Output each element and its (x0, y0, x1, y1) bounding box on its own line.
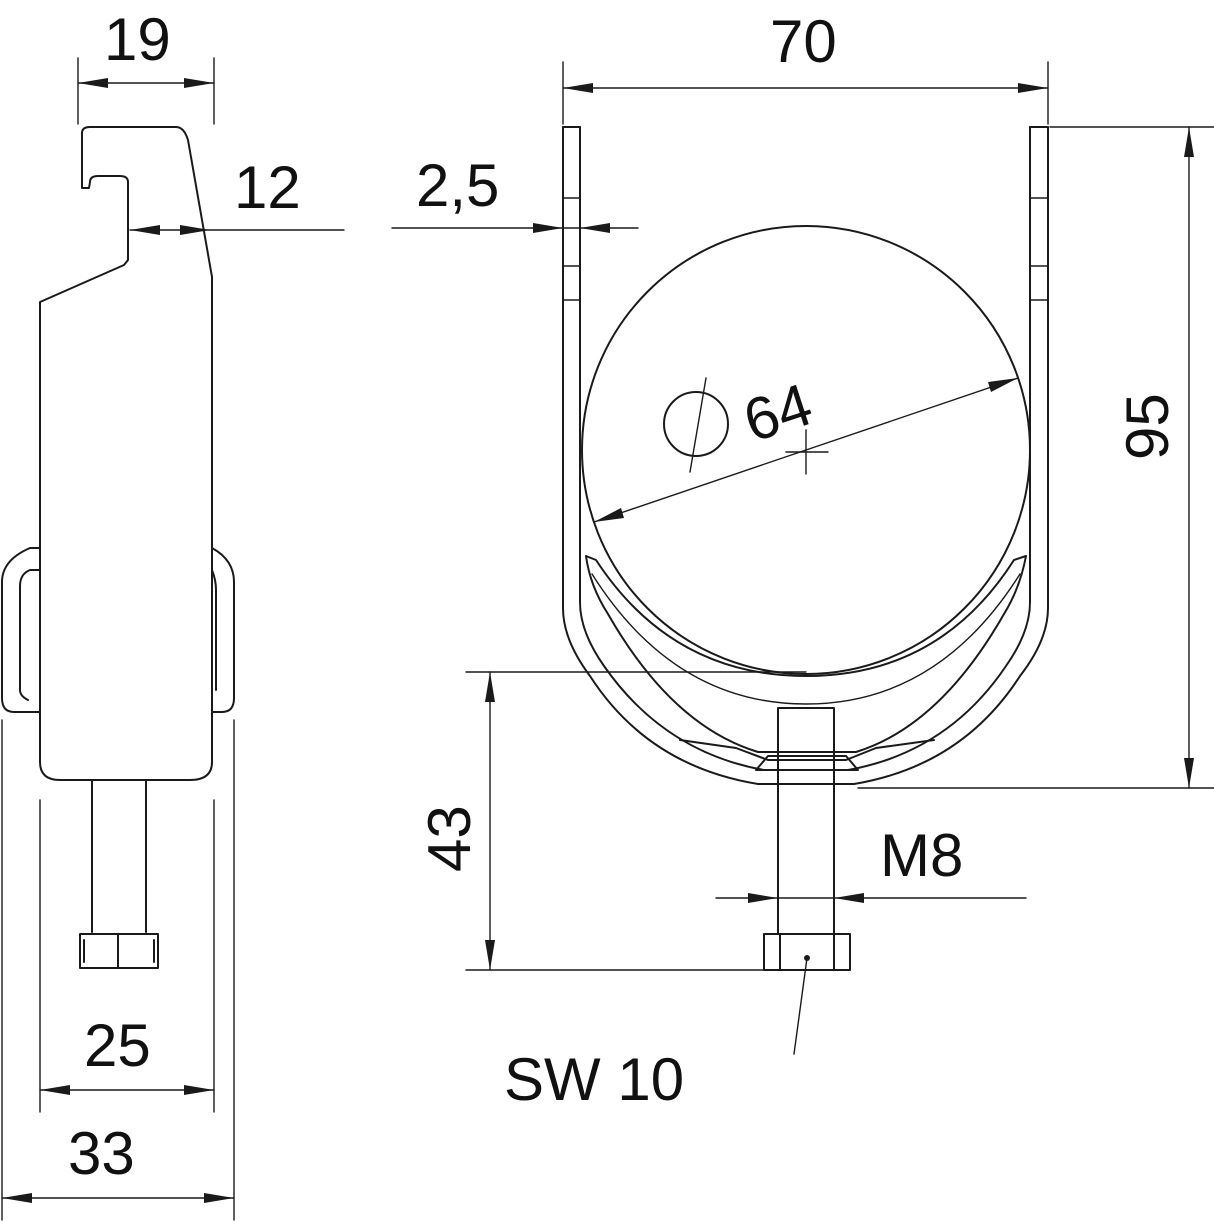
dim-25-group: 25 (39, 799, 215, 1113)
front-view-saddle-inner (591, 573, 1021, 705)
front-view-base-plate (755, 755, 859, 771)
front-view-strap-ticks (562, 197, 1049, 301)
dim-m8-label: M8 (880, 822, 963, 889)
side-view-strap-right-inner (211, 569, 217, 691)
dim-95-group: 95 (857, 126, 1214, 789)
front-view-strap-outer (562, 126, 1049, 785)
dim-sw10-group: SW 10 (504, 957, 808, 1113)
side-view-strap-left (1, 547, 41, 713)
front-view-saddle (585, 555, 1027, 753)
dim-12-label: 12 (234, 154, 301, 221)
dim-33-group: 33 (1, 719, 235, 1221)
dim-2-5-label: 2,5 (416, 152, 499, 219)
side-view: 19 12 25 33 (1, 6, 345, 1221)
dim-43-label: 43 (416, 805, 483, 872)
side-view-strap-left-inner (19, 569, 41, 701)
dim-95-label: 95 (1114, 393, 1181, 460)
dim-70-group: 70 (562, 8, 1049, 125)
dim-25-label: 25 (84, 1012, 151, 1079)
dim-19-label: 19 (104, 6, 171, 73)
front-view-pipe-circle (581, 225, 1031, 675)
dim-33-label: 33 (68, 1120, 135, 1187)
side-view-body-outline (39, 126, 213, 781)
side-view-strap-right (211, 547, 235, 713)
dim-2-5-group: 2,5 (391, 152, 639, 233)
dim-19-group: 19 (77, 6, 215, 125)
front-view-hole (663, 391, 729, 457)
dim-sw10-label: SW 10 (504, 1046, 684, 1113)
front-view-saddle-foot (679, 739, 935, 761)
front-view-bolt (777, 707, 835, 935)
dim-64-label: 64 (736, 370, 820, 454)
front-view-nut (763, 933, 851, 971)
side-view-bolt (91, 779, 147, 933)
side-view-nut (79, 933, 159, 969)
dim-m8-group: M8 (715, 822, 1027, 903)
dim-43-group: 43 (416, 671, 807, 971)
front-view: 70 2,5 64 95 (391, 8, 1214, 1113)
dim-12-group: 12 (129, 154, 345, 235)
dim-70-label: 70 (770, 8, 837, 75)
